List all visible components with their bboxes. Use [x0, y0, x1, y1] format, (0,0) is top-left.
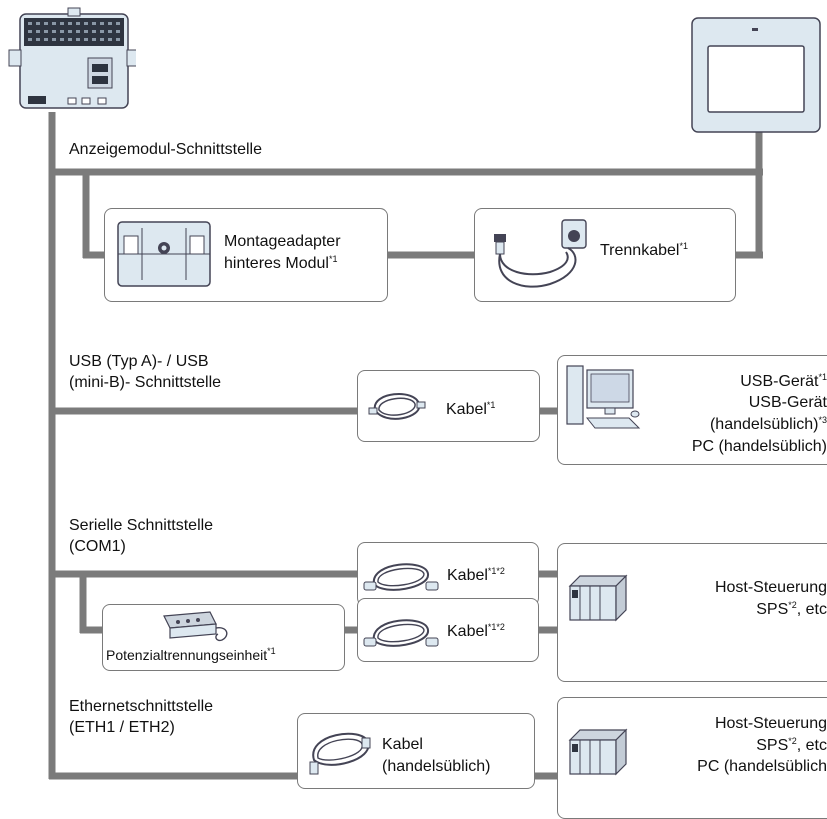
serial-cable-label-2: Kabel*1*2: [447, 622, 505, 641]
mount-adapter-label-2: hinteres Modul*1: [224, 254, 338, 273]
plc-icon-2: [568, 728, 628, 776]
isolation-unit-icon: [163, 611, 228, 642]
rear-module-icon: [8, 7, 136, 109]
ethernet-interface-label-2: (ETH1 / ETH2): [69, 719, 175, 736]
host-ethernet-label-3: PC (handelsüblich: [697, 758, 827, 775]
host-controller-label-2: SPS*2, etc: [756, 600, 827, 619]
pc-icon: [566, 365, 641, 429]
mount-adapter-label-1: Montageadapter: [224, 233, 341, 250]
serial-cable-label-1: Kabel*1*2: [447, 566, 505, 585]
ethernet-interface-label-1: Ethernetschnittstelle: [69, 698, 214, 715]
serial-cable-icon-2: [363, 619, 439, 647]
footnote-marker: *1: [679, 241, 688, 251]
usb-cable-label: Kabel*1: [446, 400, 496, 419]
serial-interface-label-1: Serielle Schnittstelle: [69, 517, 214, 534]
display-interface-label: Anzeigemodul-Schnittstelle: [69, 141, 262, 158]
usb-interface-label-2: (mini-B)- Schnittstelle: [69, 374, 222, 391]
footnote-marker: *3: [818, 415, 827, 425]
usb-device-label-2: USB-Gerät: [748, 394, 827, 411]
host-controller-label-1: Host-Steuerung: [714, 579, 827, 596]
footnote-marker: *1: [267, 646, 276, 656]
usb-interface-label-1: USB (Typ A)- / USB: [69, 353, 209, 370]
footnote-marker: *1: [486, 400, 496, 410]
footnote-marker: *2: [788, 600, 797, 610]
host-ethernet-label-2: SPS*2, etc: [756, 736, 827, 755]
separation-cable-icon: [494, 219, 587, 288]
footnote-marker: *1*2: [487, 622, 505, 632]
host-ethernet-label-1: Host-Steuerung: [714, 715, 827, 732]
isolation-unit-box: [102, 604, 345, 671]
usb-device-label-3: (handelsüblich)*3: [709, 415, 827, 434]
ethernet-cable-label-2: (handelsüblich): [382, 758, 491, 775]
plc-icon: [568, 574, 628, 622]
footnote-marker: *1: [328, 254, 338, 264]
mount-adapter-icon: [117, 221, 211, 287]
ethernet-cable-label-1: Kabel: [382, 736, 423, 753]
isolation-unit-label: Potenzialtrennungseinheit*1: [106, 646, 276, 664]
usb-device-label-4: PC (handelsüblich): [691, 438, 827, 455]
footnote-marker: *1*2: [487, 566, 505, 576]
ethernet-cable-box: [297, 713, 535, 789]
separation-cable-label: Trennkabel*1: [600, 241, 688, 260]
display-panel-icon: [691, 17, 821, 133]
serial-cable-box-2: [357, 598, 539, 662]
usb-device-label-1: USB-Gerät*1: [740, 372, 827, 391]
serial-interface-label-2: (COM1): [69, 538, 126, 555]
ethernet-cable-icon: [309, 732, 371, 775]
usb-cable-box: [357, 370, 540, 442]
footnote-marker: *1: [818, 372, 827, 382]
footnote-marker: *2: [788, 736, 797, 746]
separation-cable-box: [474, 208, 736, 302]
usb-cable-icon: [368, 392, 426, 420]
serial-cable-icon: [363, 563, 439, 591]
serial-cable-box-1: [357, 542, 539, 606]
